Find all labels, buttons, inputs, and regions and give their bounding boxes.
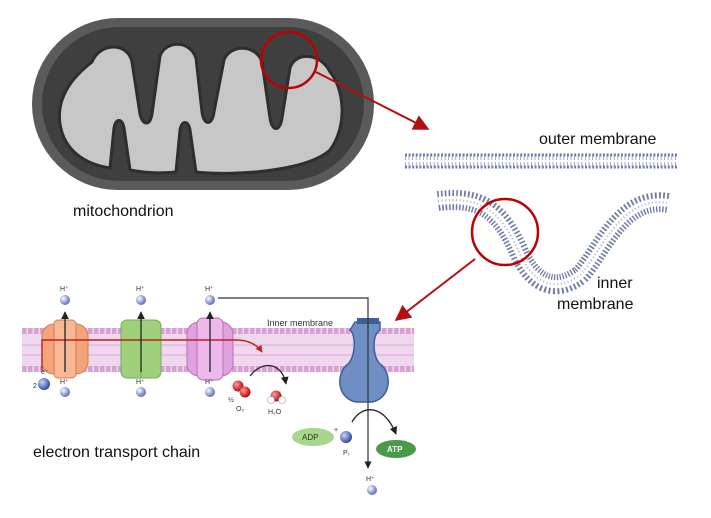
- adp-pill: [292, 428, 334, 446]
- highlight-circle-mitochondrion: [259, 30, 319, 90]
- etc-inner-membrane-label: Inner membrane: [267, 318, 333, 328]
- h-plus-label: H⁺: [60, 379, 69, 386]
- outer-membrane-label: outer membrane: [539, 131, 656, 148]
- inner-membrane-label-line2: membrane: [557, 296, 634, 313]
- atp-pill: [376, 440, 416, 458]
- o2-label: O₂: [236, 406, 244, 413]
- etc-illustration: Inner membrane: [22, 295, 416, 495]
- outer-membrane-illustration: [405, 153, 678, 169]
- h-plus-label: H⁺: [366, 476, 375, 483]
- h-plus-label: H⁺: [136, 286, 145, 293]
- arrow-to-outer-membrane: [313, 70, 430, 130]
- mitochondrion-label: mitochondrion: [73, 203, 174, 220]
- arrow-to-etc: [394, 258, 476, 321]
- inner-membrane-label-line1: inner: [597, 275, 633, 292]
- half-label: ½: [228, 396, 234, 404]
- electron: [38, 378, 50, 390]
- electron-count-label: 2: [33, 383, 37, 390]
- highlight-circle-inner-membrane: [470, 197, 540, 267]
- etc-label: electron transport chain: [33, 444, 200, 461]
- plus-label: +: [334, 427, 338, 434]
- pi-label: Pᵢ: [343, 450, 349, 457]
- h-plus-label: H⁺: [205, 379, 214, 386]
- electron-flow-path: [41, 339, 263, 354]
- h2o-label: H₂O: [268, 409, 282, 416]
- atp-label: ATP: [387, 445, 403, 454]
- inner-membrane-illustration: [436, 190, 670, 295]
- h-plus-label: H⁺: [205, 286, 214, 293]
- h-plus-label: H⁺: [136, 379, 145, 386]
- electron-label: e⁻: [41, 369, 49, 376]
- h-plus-label: H⁺: [60, 286, 69, 293]
- mitochondrion-matrix: [57, 42, 344, 175]
- adp-label: ADP: [302, 433, 318, 442]
- mitochondrion-illustration: [32, 18, 374, 190]
